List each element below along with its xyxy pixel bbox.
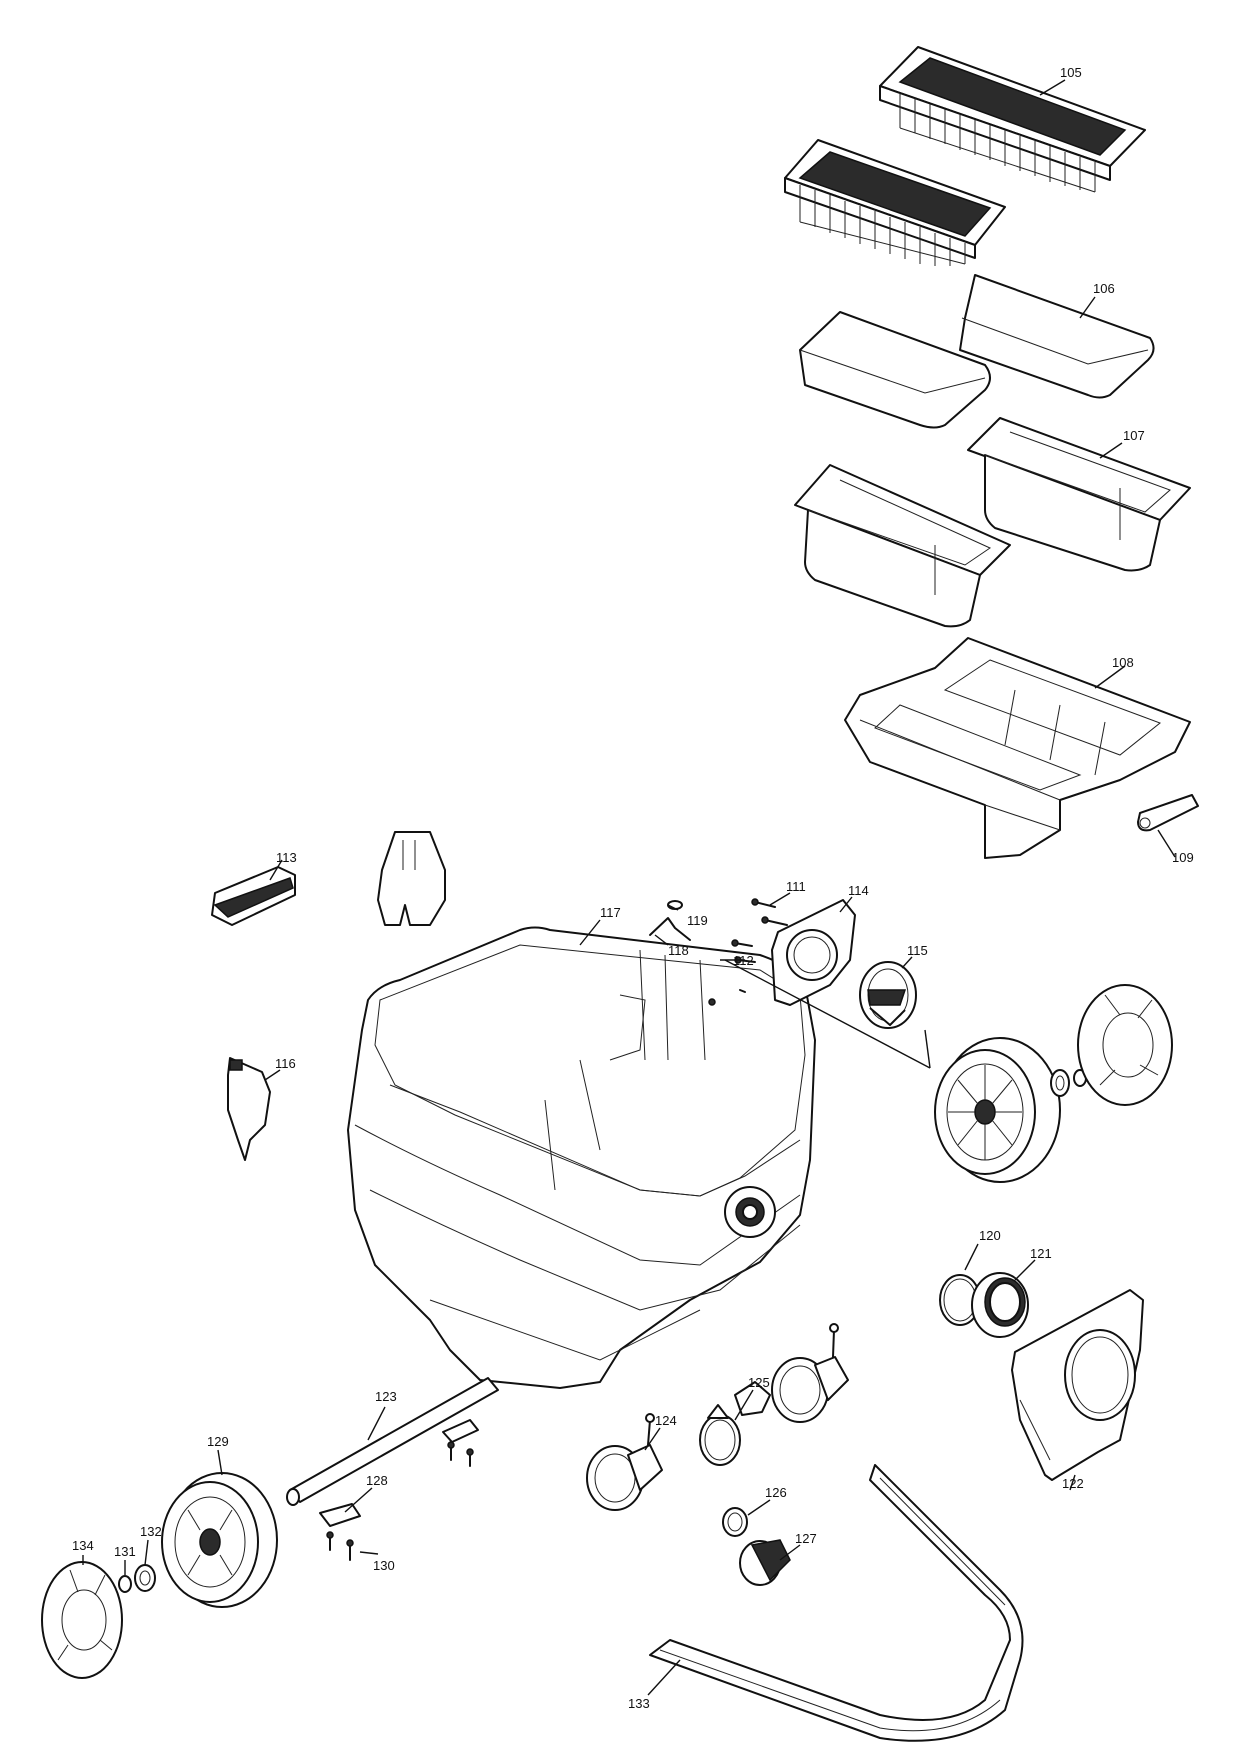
ring-nut-121 (971, 1272, 1029, 1338)
label-120: 120 (979, 1228, 1001, 1243)
side-clip-116 (227, 1057, 271, 1161)
main-tank-117 (347, 926, 816, 1416)
clip-plate-128 (319, 1503, 361, 1527)
hose-clamp-125 (699, 1404, 741, 1466)
label-112: 112 (733, 953, 754, 968)
label-131: 131 (114, 1544, 136, 1559)
label-113: 113 (276, 850, 297, 865)
caster-124 (586, 1413, 663, 1511)
washer-126 (722, 1507, 748, 1537)
filter-tray-left (794, 464, 1011, 628)
front-cover-122 (1011, 1289, 1144, 1481)
screw-upper-2 (466, 1448, 474, 1467)
label-118: 118 (668, 943, 689, 958)
label-107: 107 (1123, 428, 1145, 443)
label-127: 127 (795, 1531, 817, 1546)
label-132: 132 (140, 1524, 162, 1539)
label-114: 114 (848, 883, 869, 898)
rear-wheel-right (934, 1037, 1061, 1183)
rear-wheel-left-129 (161, 1472, 278, 1608)
spring-118 (649, 917, 691, 941)
label-105: 105 (1060, 65, 1082, 80)
adapter-115 (859, 961, 917, 1029)
filter-cartridge-upper (879, 46, 1146, 193)
label-124: 124 (655, 1413, 677, 1428)
label-126: 126 (765, 1485, 787, 1500)
washer-right-1 (1050, 1069, 1070, 1097)
label-122: 122 (1062, 1476, 1084, 1491)
filter-cartridge-lower (784, 139, 1006, 266)
leader-lines (82, 79, 1176, 1696)
label-117: 117 (600, 905, 621, 920)
screw-130b (346, 1539, 354, 1561)
filter-frame (844, 637, 1191, 859)
label-123: 123 (375, 1389, 397, 1404)
label-128: 128 (366, 1473, 388, 1488)
axle-123 (286, 1377, 499, 1506)
screw-130a (326, 1531, 334, 1551)
screw-upper-1 (447, 1441, 455, 1461)
prefilter-pad-right (959, 274, 1155, 399)
latch-109 (1137, 794, 1199, 832)
clip-plate-upper (442, 1419, 479, 1443)
handle-bracket (377, 831, 446, 926)
part-labels: 105 106 107 108 109 111 112 113 114 115 … (72, 65, 1194, 1711)
label-108: 108 (1112, 655, 1134, 670)
drain-cap-127 (739, 1539, 791, 1586)
label-125: 125 (748, 1375, 770, 1390)
filter-tray-right (967, 417, 1191, 572)
caster-front (771, 1323, 849, 1423)
label-134: 134 (72, 1538, 94, 1553)
label-121: 121 (1030, 1246, 1052, 1261)
label-119: 119 (687, 913, 708, 928)
handle-grip-113 (211, 866, 296, 926)
washer-132 (134, 1564, 156, 1592)
cover-plate-114 (771, 899, 856, 1006)
prefilter-pad-left (799, 311, 991, 429)
label-109: 109 (1172, 850, 1194, 865)
washer-131 (118, 1575, 132, 1593)
label-129: 129 (207, 1434, 229, 1449)
hubcap-134 (41, 1561, 123, 1679)
label-133: 133 (628, 1696, 650, 1711)
label-115: 115 (907, 943, 928, 958)
bumper-133 (649, 1464, 1024, 1742)
label-116: 116 (275, 1056, 296, 1071)
label-111: 111 (786, 879, 806, 894)
label-106: 106 (1093, 281, 1115, 296)
label-130: 130 (373, 1558, 395, 1573)
hubcap-right (1077, 984, 1173, 1106)
